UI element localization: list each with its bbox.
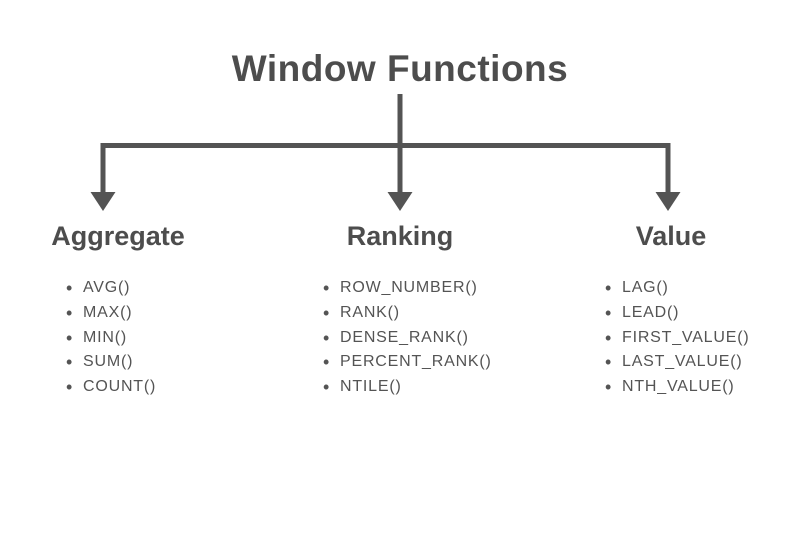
list-item: AVG() bbox=[66, 276, 156, 301]
list-item: COUNT() bbox=[66, 375, 156, 400]
column-heading-ranking: Ranking bbox=[346, 221, 454, 251]
arrow-down-icon bbox=[655, 192, 681, 211]
list-item: DENSE_RANK() bbox=[323, 326, 492, 351]
arrow-down-icon bbox=[387, 192, 413, 211]
list-item: ROW_NUMBER() bbox=[323, 276, 492, 301]
ranking-function-list: ROW_NUMBER()RANK()DENSE_RANK()PERCENT_RA… bbox=[323, 276, 492, 400]
diagram-title: Window Functions bbox=[231, 48, 569, 89]
list-item: LAST_VALUE() bbox=[605, 350, 749, 375]
list-item: SUM() bbox=[66, 350, 156, 375]
list-item: MAX() bbox=[66, 301, 156, 326]
connector-lines bbox=[100, 94, 671, 197]
list-item: RANK() bbox=[323, 301, 492, 326]
list-item: PERCENT_RANK() bbox=[323, 350, 492, 375]
column-heading-value: Value bbox=[635, 221, 707, 251]
column-heading-aggregate: Aggregate bbox=[51, 221, 185, 251]
list-item: LAG() bbox=[605, 276, 749, 301]
arrow-down-icon bbox=[90, 192, 116, 211]
value-function-list: LAG()LEAD()FIRST_VALUE()LAST_VALUE()NTH_… bbox=[605, 276, 749, 400]
list-item: LEAD() bbox=[605, 301, 749, 326]
list-item: NTILE() bbox=[323, 375, 492, 400]
aggregate-function-list: AVG()MAX()MIN()SUM()COUNT() bbox=[66, 276, 156, 400]
list-item: FIRST_VALUE() bbox=[605, 326, 749, 351]
list-item: NTH_VALUE() bbox=[605, 375, 749, 400]
list-item: MIN() bbox=[66, 326, 156, 351]
